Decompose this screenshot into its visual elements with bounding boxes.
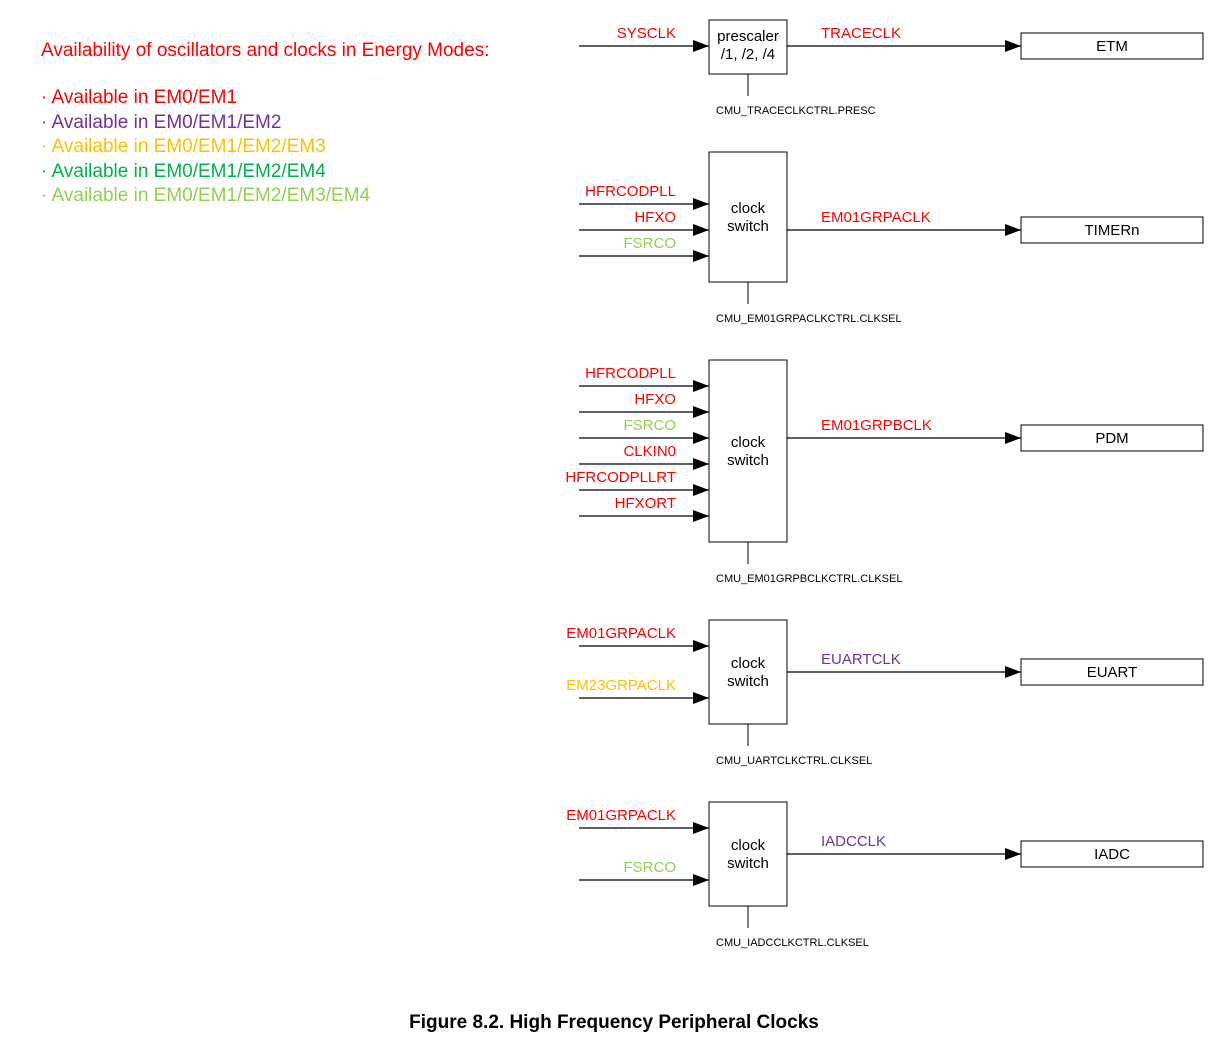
input-clock-label: HFXO <box>634 391 676 408</box>
register-label: CMU_IADCCLKCTRL.CLKSEL <box>716 937 869 949</box>
block-label-line: clock <box>731 434 766 451</box>
block-label-line: switch <box>727 218 769 235</box>
input-clock-label: HFRCODPLL <box>585 183 676 200</box>
block-label-line: switch <box>727 855 769 872</box>
clock-switch-box <box>708 359 788 543</box>
clock-switch-box <box>708 151 788 283</box>
block-label-line: clock <box>731 200 766 217</box>
energy-mode-legend: Availability of oscillators and clocks i… <box>41 40 489 209</box>
block-label-line: switch <box>727 452 769 469</box>
register-label: CMU_UARTCLKCTRL.CLKSEL <box>716 755 872 767</box>
input-clock-label: FSRCO <box>624 417 677 434</box>
legend-item-em0-em2: · Available in EM0/EM1/EM2 <box>41 111 282 133</box>
peripheral-box <box>1020 658 1204 686</box>
output-clock-label: TRACECLK <box>821 25 901 42</box>
prescaler-box <box>708 19 788 75</box>
output-clock-label: EM01GRPACLK <box>821 209 931 226</box>
clock-switch-box <box>708 619 788 725</box>
peripheral-box <box>1020 216 1204 244</box>
block-label-line: prescaler <box>717 28 779 45</box>
input-clock-label: HFRCODPLL <box>585 365 676 382</box>
input-clock-label: HFXORT <box>615 495 676 512</box>
clock-tree-diagram: prescaler/1, /2, /4 SYSCLK TRACECLK ETM CMU_… <box>565 19 1204 949</box>
input-clock-label: SYSCLK <box>617 25 676 42</box>
output-clock-label: EUARTCLK <box>821 651 901 668</box>
register-label: CMU_TRACECLKCTRL.PRESC <box>716 105 876 117</box>
input-clock-label: EM01GRPACLK <box>566 807 676 824</box>
peripheral-label: PDM <box>1095 430 1128 447</box>
peripheral-box <box>1020 840 1204 868</box>
peripheral-label: TIMERn <box>1084 222 1139 239</box>
input-clock-label: EM01GRPACLK <box>566 625 676 642</box>
input-clock-label: FSRCO <box>624 235 677 252</box>
clock-switch-box <box>708 801 788 907</box>
output-clock-label: IADCCLK <box>821 833 886 850</box>
block-label-line: clock <box>731 837 766 854</box>
block-label-line: clock <box>731 655 766 672</box>
output-clock-label: EM01GRPBCLK <box>821 417 932 434</box>
input-clock-label: CLKIN0 <box>623 443 676 460</box>
peripheral-box <box>1020 424 1204 452</box>
peripheral-label: IADC <box>1094 846 1130 863</box>
peripheral-label: ETM <box>1096 38 1128 55</box>
peripheral-box <box>1020 32 1204 60</box>
legend-title: Availability of oscillators and clocks i… <box>41 40 490 61</box>
input-clock-label: FSRCO <box>624 859 677 876</box>
input-clock-label: EM23GRPACLK <box>566 677 676 694</box>
block-label-line: switch <box>727 673 769 690</box>
register-label: CMU_EM01GRPACLKCTRL.CLKSEL <box>716 313 902 325</box>
peripheral-label: EUART <box>1087 664 1138 681</box>
legend-item-em0-em3-em4: · Available in EM0/EM1/EM2/EM3/EM4 <box>41 185 371 206</box>
figure-caption: Figure 8.2. High Frequency Peripheral Cl… <box>409 1012 819 1033</box>
block-label-line: /1, /2, /4 <box>721 46 775 63</box>
legend-item-em0-em3: · Available in EM0/EM1/EM2/EM3 <box>41 136 326 157</box>
legend-item-em0-em1: · Available in EM0/EM1 <box>41 87 238 108</box>
legend-item-em0-em4: · Available in EM0/EM1/EM2/EM4 <box>41 160 326 182</box>
input-clock-label: HFRCODPLLRT <box>565 469 676 486</box>
register-label: CMU_EM01GRPBCLKCTRL.CLKSEL <box>716 573 902 585</box>
input-clock-label: HFXO <box>634 209 676 226</box>
